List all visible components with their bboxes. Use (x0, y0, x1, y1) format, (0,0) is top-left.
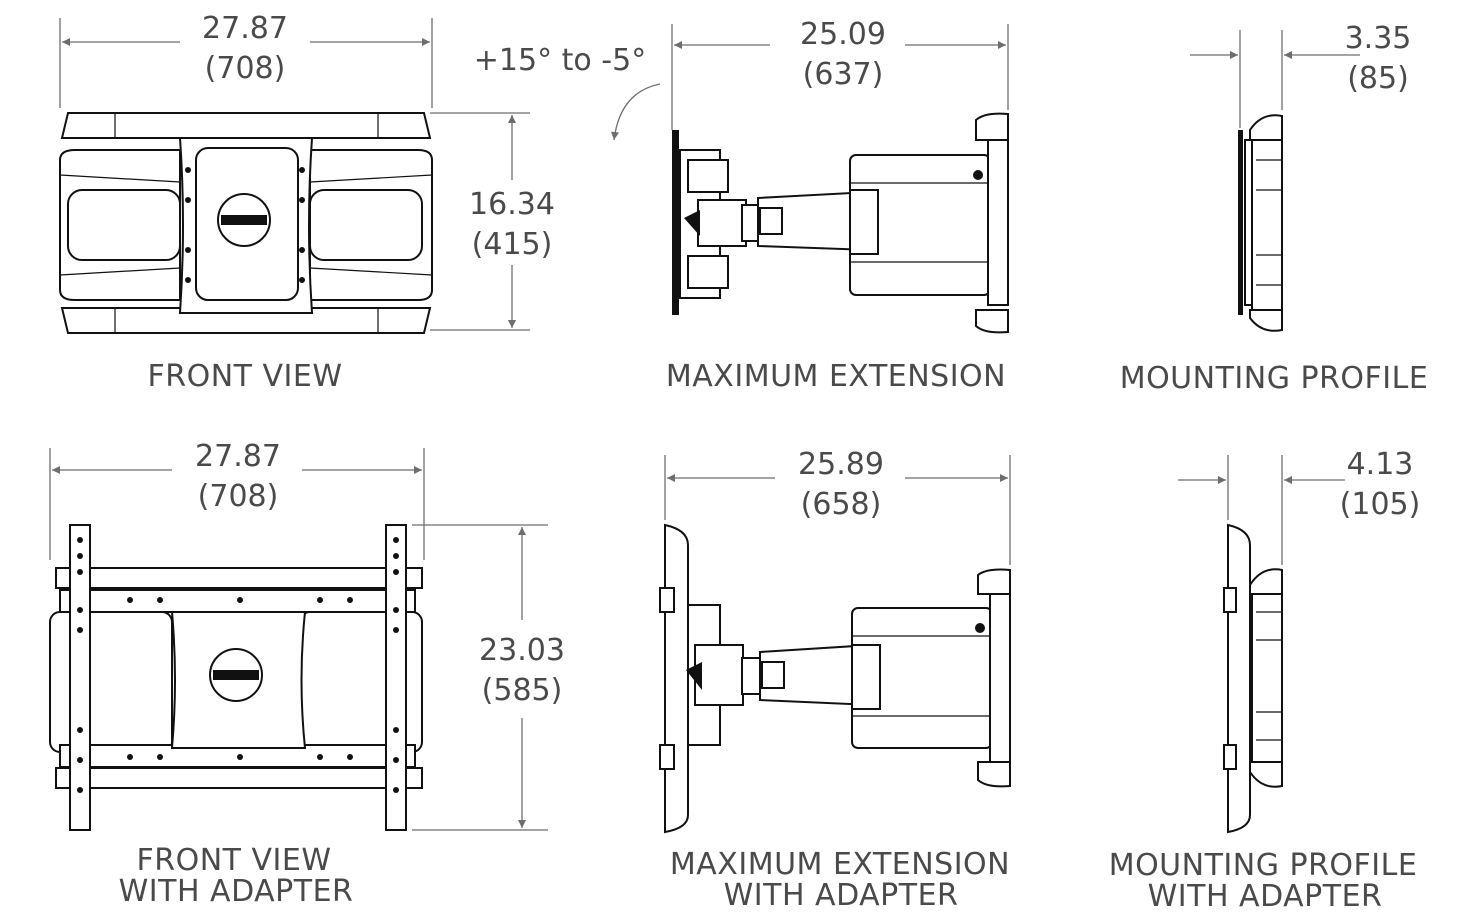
front-height-mm: (415) (472, 227, 553, 262)
max-extension-adapter-mm: (658) (801, 487, 882, 522)
profile-adapter-depth-mm: (105) (1340, 487, 1421, 522)
mounting-profile-adapter-drawing (1223, 523, 1283, 834)
front-adapter-width-inch: 27.87 (195, 439, 281, 474)
front-height-inch: 16.34 (469, 187, 555, 222)
mounting-profile-dimensions: 3.35 (85) MOUNTING PROFILE (1120, 21, 1429, 396)
mounting-profile-adapter-label-line1: MOUNTING PROFILE (1109, 848, 1418, 883)
front-view-dimensions: 27.87 (708) 16.34 (415) FRONT VIEW (59, 11, 555, 394)
front-adapter-drawing (49, 524, 423, 831)
tilt-range: +15° to -5° (474, 43, 646, 78)
mounting-profile-adapter-label-line2: WITH ADAPTER (1148, 879, 1383, 914)
max-extension-adapter-inch: 25.89 (798, 447, 884, 482)
max-extension-adapter-dimensions: 25.89 (658) MAXIMUM EXTENSION WITH ADAPT… (664, 447, 1011, 913)
front-width-inch: 27.87 (202, 11, 288, 46)
front-view-drawing (59, 112, 433, 334)
front-adapter-label-line1: FRONT VIEW (136, 843, 331, 878)
mounting-profile-drawing (1238, 114, 1283, 332)
tilt-arrow-icon (611, 83, 661, 141)
front-width-mm: (708) (205, 51, 286, 86)
max-extension-drawing (672, 112, 1009, 334)
max-extension-dimensions: 25.09 (637) +15° to -5° MAXIMUM EXTENSIO… (474, 17, 1009, 394)
max-extension-adapter-drawing (659, 523, 1011, 834)
front-view-label: FRONT VIEW (147, 359, 342, 394)
max-extension-mm: (637) (803, 57, 884, 92)
profile-depth-mm: (85) (1347, 61, 1409, 96)
front-adapter-width-mm: (708) (198, 479, 279, 514)
front-adapter-height-inch: 23.03 (479, 633, 565, 668)
max-extension-adapter-label-line2: WITH ADAPTER (724, 878, 959, 913)
front-adapter-dimensions: 27.87 (708) 23.03 (585) FRONT VIEW WITH … (49, 439, 565, 909)
front-adapter-label-line2: WITH ADAPTER (119, 874, 354, 909)
max-extension-label: MAXIMUM EXTENSION (666, 359, 1006, 394)
front-adapter-height-mm: (585) (482, 673, 563, 708)
mounting-profile-adapter-dimensions: 4.13 (105) MOUNTING PROFILE WITH ADAPTER (1109, 447, 1421, 914)
mounting-profile-label: MOUNTING PROFILE (1120, 361, 1429, 396)
profile-depth-inch: 3.35 (1345, 21, 1412, 56)
max-extension-inch: 25.09 (800, 17, 886, 52)
max-extension-adapter-label-line1: MAXIMUM EXTENSION (670, 847, 1010, 882)
profile-adapter-depth-inch: 4.13 (1347, 447, 1414, 482)
